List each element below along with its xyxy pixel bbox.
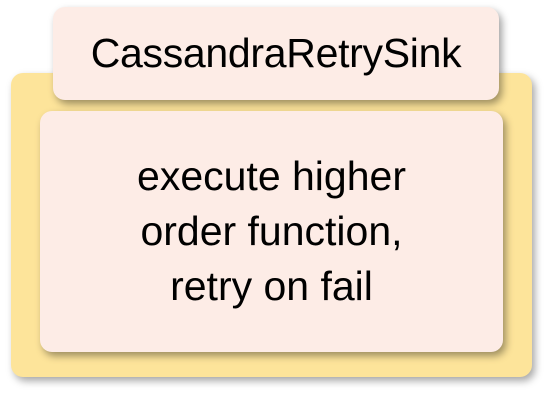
component-title: CassandraRetrySink: [90, 30, 462, 76]
description-line: retry on fail: [170, 263, 373, 309]
component-description-box: execute higher order function, retry on …: [40, 111, 503, 352]
description-line: execute higher: [137, 153, 406, 199]
component-title-box: CassandraRetrySink: [53, 7, 499, 100]
description-line: order function,: [140, 208, 403, 254]
